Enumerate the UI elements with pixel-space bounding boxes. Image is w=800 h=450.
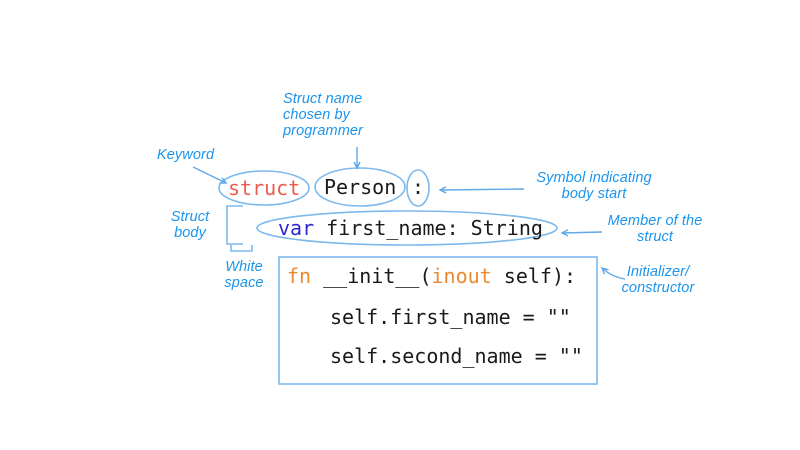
white-space-bracket — [230, 245, 253, 252]
code-var-keyword: var — [278, 216, 315, 240]
arrow-symbol — [440, 189, 525, 190]
code-body-line-1: self.first_name = "" — [330, 305, 571, 329]
arrow-initializer — [602, 268, 626, 280]
initializer-label: Initializer/ constructor — [621, 264, 695, 296]
code-body-line-2: self.second_name = "" — [330, 344, 583, 368]
member-label: Member of the struct — [607, 213, 703, 245]
struct-keyword-ellipse — [218, 170, 310, 206]
member-ellipse — [256, 210, 558, 246]
code-colon: : — [412, 175, 425, 199]
symbol-label: Symbol indicating body start — [536, 170, 652, 202]
struct-body-bracket — [226, 205, 243, 245]
code-init-line: fn __init__(inout self): — [287, 265, 576, 288]
code-init-rest: self): — [491, 264, 577, 288]
colon-ellipse — [406, 169, 430, 207]
code-member-line: var first_name: String — [278, 217, 543, 240]
initializer-box — [278, 256, 598, 385]
code-inout-keyword: inout — [431, 264, 492, 288]
arrow-keyword — [192, 166, 226, 183]
code-var-rest: first_name: String — [314, 216, 543, 240]
white-space-label: White space — [224, 259, 264, 291]
code-struct-keyword: struct — [228, 176, 301, 200]
code-fn-keyword: fn — [287, 264, 312, 288]
code-init-name: __init__( — [311, 264, 432, 288]
keyword-label: Keyword — [157, 147, 215, 163]
arrow-member — [562, 232, 603, 233]
code-struct-name: Person — [324, 175, 397, 199]
struct-body-label: Struct body — [170, 209, 210, 241]
struct-name-label: Struct name chosen by programmer — [283, 91, 363, 139]
